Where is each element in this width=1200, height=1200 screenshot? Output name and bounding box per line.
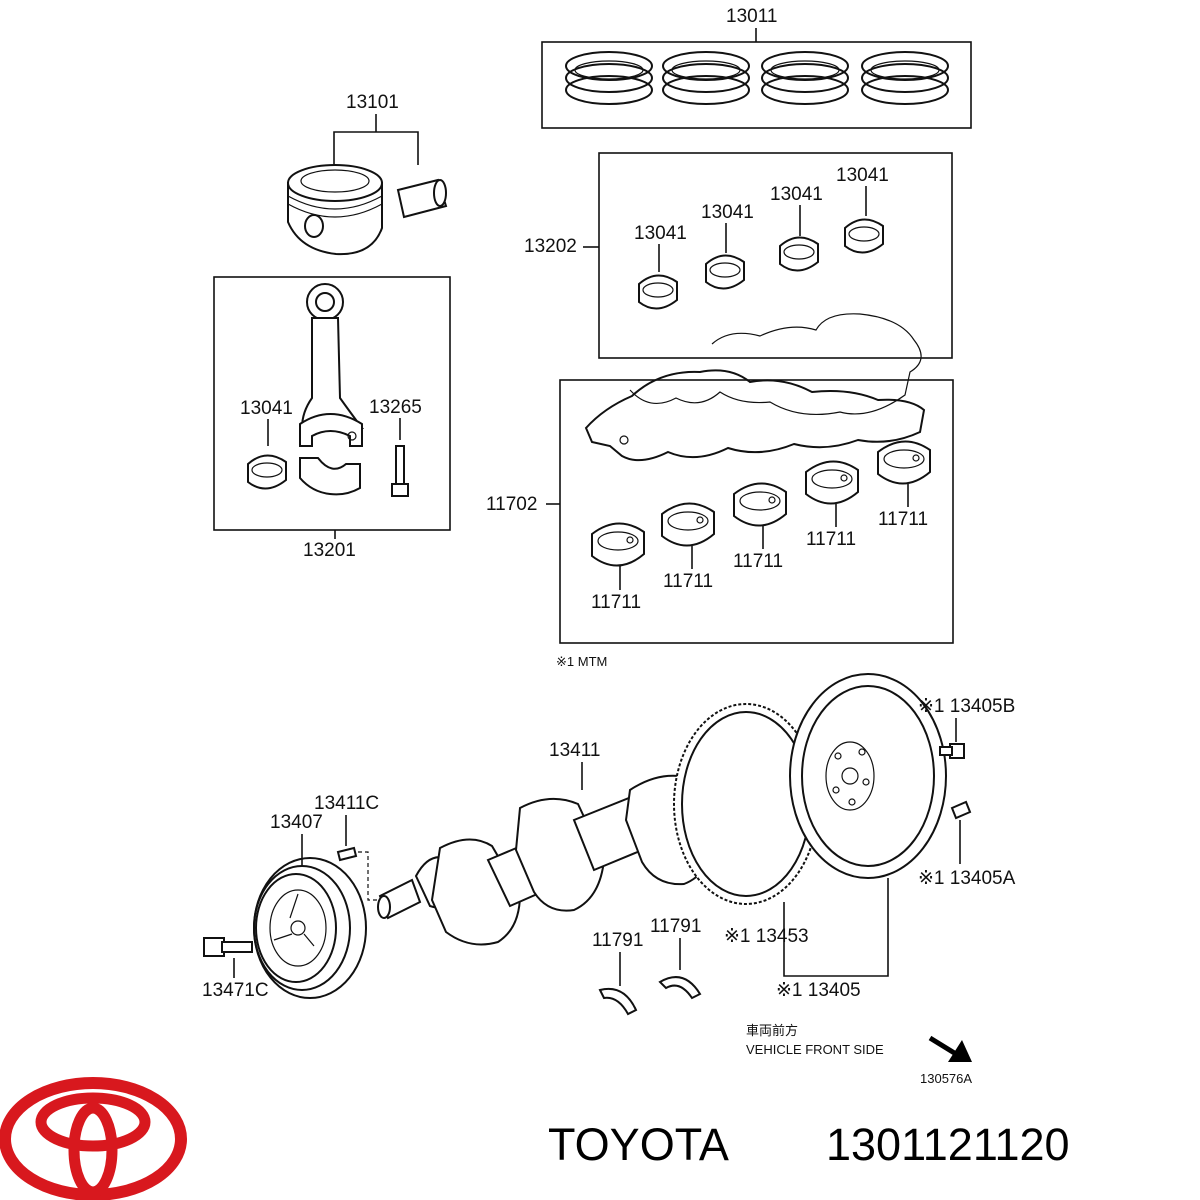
label-11791-b: 11791 [650, 916, 701, 937]
label-13411: 13411 [549, 740, 600, 761]
toyota-logo [0, 1077, 187, 1200]
label-11702: 11702 [486, 494, 537, 515]
label-13265: 13265 [369, 397, 422, 418]
front-label-jp: 車両前方 [746, 1023, 798, 1038]
label-11711-b: 11711 [663, 571, 713, 592]
conrod-cap [299, 457, 361, 496]
label-11791-a: 11791 [592, 930, 643, 951]
label-11711-e: 11711 [878, 509, 928, 530]
conrod-bearing-shell [247, 454, 287, 490]
label-13471C: 13471C [202, 980, 269, 1001]
label-11711-d: 11711 [806, 529, 856, 550]
label-13101: 13101 [346, 92, 399, 113]
thrust-washer-1 [598, 988, 638, 1016]
label-13405A: ※1 13405A [918, 868, 1016, 889]
main-bearing-shell-1 [591, 522, 645, 567]
dowel-pin [950, 800, 972, 820]
main-bearing-shell-5 [877, 440, 931, 485]
woodruff-key [336, 846, 358, 862]
main-bearing-shell-3 [733, 482, 787, 527]
label-13411C: 13411C [314, 793, 379, 814]
label-13041-a: 13041 [634, 223, 687, 244]
label-13011: 13011 [726, 6, 777, 27]
piston-pin [396, 178, 448, 219]
connecting-rod [299, 283, 364, 447]
label-13041-d: 13041 [836, 165, 889, 186]
label-13202: 13202 [524, 236, 577, 257]
rod-bearing-shell-4 [844, 218, 884, 254]
main-bearing-shell-2 [661, 502, 715, 547]
main-bearing-set-group: 11702 11711 11711 11711 11711 11711 [486, 369, 954, 669]
label-11711-a: 11711 [591, 592, 641, 613]
label-13201: 13201 [303, 540, 356, 561]
conrod-box [213, 276, 451, 531]
label-13041-b: 13041 [701, 202, 754, 223]
label-13041-rod: 13041 [240, 398, 293, 419]
ring-set-1 [565, 51, 653, 105]
label-13041-c: 13041 [770, 184, 823, 205]
ring-set-4 [861, 51, 949, 105]
main-bearing-shell-4 [805, 460, 859, 505]
label-13453: ※1 13453 [724, 926, 809, 947]
label-13405B: ※1 13405B [918, 696, 1015, 717]
footer-brand: TOYOTA [548, 1119, 729, 1170]
rod-bearing-box [598, 152, 953, 359]
thrust-washer-2 [658, 976, 702, 1000]
crankshaft-silhouette [584, 369, 926, 462]
diagram-code: 130576A [920, 1071, 972, 1086]
crankshaft-ghost [629, 313, 922, 416]
label-11711-c: 11711 [733, 551, 783, 572]
rod-bearing-shell-1 [638, 274, 678, 310]
piston-group: 13101 [287, 92, 448, 256]
flywheel-bolt [939, 743, 965, 759]
pulley-bolt [203, 937, 253, 957]
label-13405: ※1 13405 [776, 980, 861, 1001]
rod-bearing-shell-2 [705, 254, 745, 290]
rod-bearing-set-group: 13202 13041 13041 13041 13041 [524, 152, 953, 416]
rod-bearing-shell-3 [779, 236, 819, 272]
crank-pulley [253, 857, 367, 999]
rings-box [541, 41, 972, 129]
mtm-note: ※1 MTM [556, 654, 607, 669]
front-side-note: 車両前方 VEHICLE FRONT SIDE 130576A [746, 1023, 972, 1086]
piston [287, 164, 383, 256]
label-13407: 13407 [270, 812, 323, 833]
conrod-group: 13201 13041 13265 [213, 276, 451, 561]
piston-rings-group: 13011 [541, 6, 972, 129]
footer-part-number: 1301121120 [826, 1119, 1070, 1170]
front-label-en: VEHICLE FRONT SIDE [746, 1042, 884, 1057]
ring-set-2 [662, 51, 750, 105]
crankshaft-assembly-group: 13411 [202, 673, 1016, 1016]
flywheel [789, 673, 947, 879]
ring-set-3 [761, 51, 849, 105]
front-direction-arrow-icon [928, 1035, 972, 1062]
conrod-bolt [391, 445, 409, 497]
ring-gear [673, 703, 819, 905]
